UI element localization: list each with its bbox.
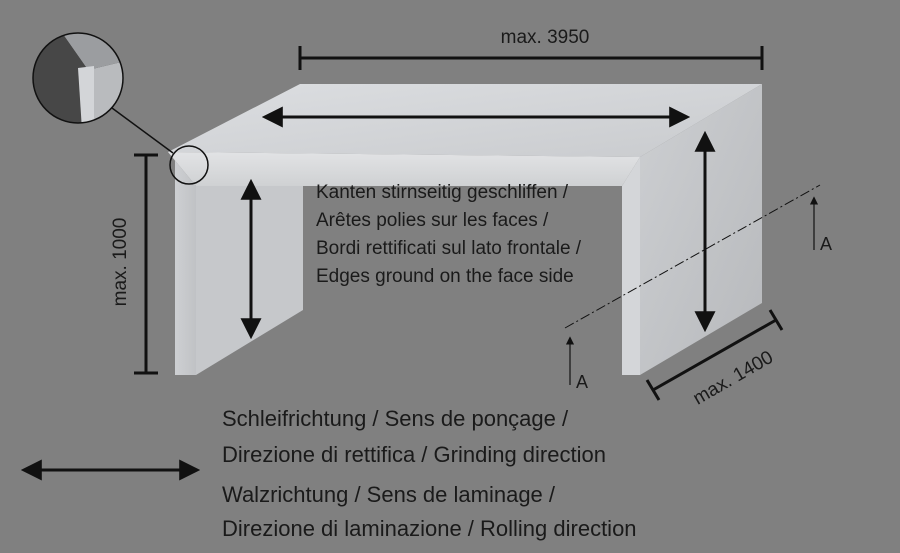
section-a-a: A A bbox=[564, 184, 832, 392]
legend-grinding-line-1: Schleifrichtung / Sens de ponçage / bbox=[222, 406, 569, 431]
edge-note-line-4: Edges ground on the face side bbox=[316, 266, 574, 287]
legend-rolling-line-2: Direzione di laminazione / Rolling direc… bbox=[222, 516, 637, 541]
table-front-edge bbox=[168, 152, 640, 186]
edge-note: Kanten stirnseitig geschliffen / Arêtes … bbox=[316, 182, 582, 287]
section-label-top: A bbox=[820, 234, 832, 254]
right-leg-front bbox=[622, 157, 640, 375]
legend: Schleifrichtung / Sens de ponçage / Dire… bbox=[20, 406, 637, 541]
depth-label: max. 1400 bbox=[690, 347, 777, 410]
corner-detail-magnifier-icon bbox=[32, 32, 124, 124]
length-dimension: max. 3950 bbox=[298, 27, 764, 70]
legend-grinding-line-2: Direzione di rettifica / Grinding direct… bbox=[222, 442, 606, 467]
edge-note-line-2: Arêtes polies sur les faces / bbox=[316, 210, 549, 231]
corner-highlight-circle bbox=[169, 145, 209, 185]
section-label-bottom: A bbox=[576, 372, 588, 392]
edge-note-line-1: Kanten stirnseitig geschliffen / bbox=[316, 182, 569, 203]
length-label: max. 3950 bbox=[501, 27, 590, 48]
height-dimension: max. 1000 bbox=[110, 153, 158, 375]
left-leg-outer bbox=[168, 152, 196, 375]
corner-detail bbox=[32, 32, 209, 185]
legend-rolling-line-1: Walzrichtung / Sens de laminage / bbox=[222, 482, 556, 507]
edge-note-line-3: Bordi rettificati sul lato frontale / bbox=[316, 238, 582, 259]
height-label: max. 1000 bbox=[110, 218, 131, 307]
